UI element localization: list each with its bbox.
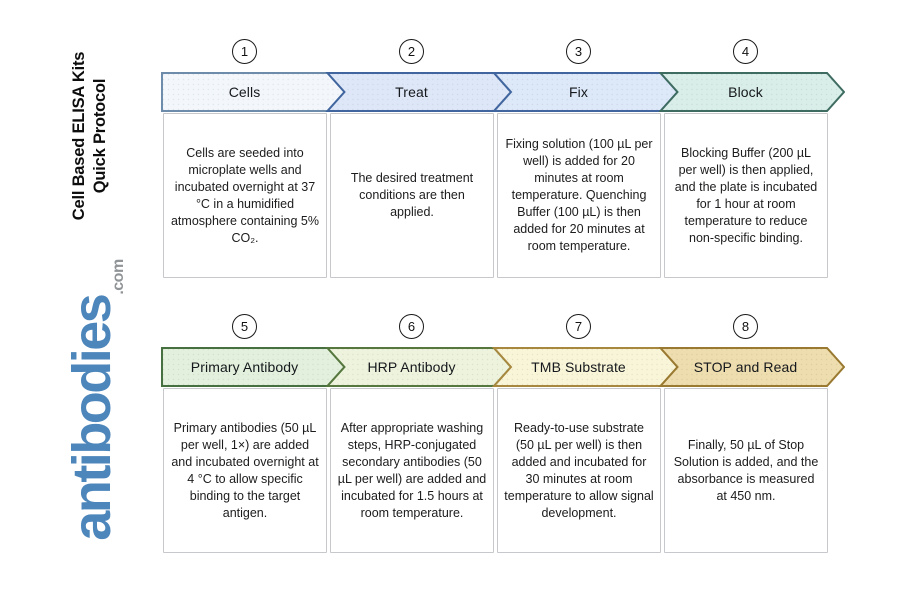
step-4-chevron-texture — [660, 73, 845, 111]
title-line-2: Quick Protocol — [91, 78, 109, 194]
step-8-number-badge: 8 — [733, 314, 758, 339]
step-3-label: Fix — [569, 84, 588, 100]
step-4-number-badge: 4 — [733, 39, 758, 64]
step-6-description: After appropriate washing steps, HRP-con… — [337, 420, 487, 520]
step-8-label: STOP and Read — [693, 359, 798, 375]
step-7-label: TMB Substrate — [531, 359, 626, 375]
step-4-number: 4 — [741, 44, 750, 59]
step-5-description: Primary antibodies (50 µL per well, 1×) … — [171, 420, 319, 520]
step-3-number-badge: 3 — [566, 39, 591, 64]
step-2-number: 2 — [407, 44, 416, 59]
brand-logo-text: antibodies — [62, 295, 122, 541]
step-5-number-badge: 5 — [232, 314, 257, 339]
chevron-band-row-1 — [161, 72, 845, 112]
step-8-number: 8 — [741, 319, 750, 334]
step-7-description-box: Ready-to-use substrate (50 µL per well) … — [497, 388, 661, 553]
step-3-description: Fixing solution (100 µL per well) is add… — [505, 137, 653, 253]
step-8-description-box: Finally, 50 µL of Stop Solution is added… — [664, 388, 828, 553]
step-2-number-badge: 2 — [399, 39, 424, 64]
step-3-chevron-texture — [494, 73, 678, 111]
step-6-number-badge: 6 — [399, 314, 424, 339]
step-5-description-box: Primary antibodies (50 µL per well, 1×) … — [163, 388, 327, 553]
step-6-chevron-texture — [327, 348, 511, 386]
step-6-number: 6 — [407, 319, 416, 334]
step-8-description: Finally, 50 µL of Stop Solution is added… — [673, 437, 819, 503]
step-4-label: Block — [728, 84, 763, 100]
step-1-label: Cells — [228, 84, 261, 100]
step-1-description: Cells are seeded into microplate wells a… — [170, 145, 319, 245]
step-8-chevron-texture — [660, 348, 845, 386]
brand-logo-suffix: .com — [110, 259, 127, 295]
step-2-description-box: The desired treatment conditions are the… — [330, 113, 494, 278]
step-3-number: 3 — [574, 44, 583, 59]
chevron-band-row-2 — [161, 347, 845, 387]
step-3-description-box: Fixing solution (100 µL per well) is add… — [497, 113, 661, 278]
step-7-number-badge: 7 — [566, 314, 591, 339]
step-1-number: 1 — [240, 44, 249, 59]
step-6-description-box: After appropriate washing steps, HRP-con… — [330, 388, 494, 553]
brand-logo: antibodies .com — [50, 240, 134, 560]
step-7-description: Ready-to-use substrate (50 µL per well) … — [504, 420, 654, 520]
step-4-description: Blocking Buffer (200 µL per well) is the… — [674, 145, 818, 245]
title-line-1: Cell Based ELISA Kits — [70, 51, 88, 221]
step-7-chevron-texture — [494, 348, 678, 386]
step-2-label: Treat — [395, 84, 428, 100]
step-4-description-box: Blocking Buffer (200 µL per well) is the… — [664, 113, 828, 278]
step-1-description-box: Cells are seeded into microplate wells a… — [163, 113, 327, 278]
step-1-number-badge: 1 — [232, 39, 257, 64]
step-2-description: The desired treatment conditions are the… — [350, 171, 474, 219]
step-1-chevron-texture — [161, 73, 345, 111]
step-6-label: HRP Antibody — [367, 359, 456, 375]
step-5-label: Primary Antibody — [190, 359, 299, 375]
step-7-number: 7 — [574, 319, 583, 334]
step-5-number: 5 — [240, 319, 249, 334]
step-2-chevron-texture — [327, 73, 511, 111]
page-title: Cell Based ELISA Kits Quick Protocol — [66, 38, 114, 234]
step-5-chevron-texture — [161, 348, 345, 386]
